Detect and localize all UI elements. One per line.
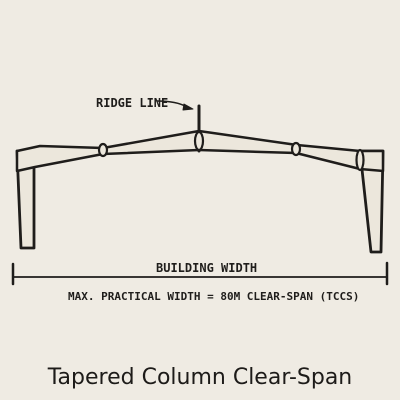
max-practical-width-label: MAX. PRACTICAL WIDTH = 80M CLEAR-SPAN (T… [68,290,360,303]
ridge-line-arrowhead [182,103,194,111]
ridge-connection [193,130,205,152]
left-rafter [101,129,201,156]
ridge-line-label: RIDGE LINE [96,96,169,110]
building-width-label: BUILDING WIDTH [156,261,258,275]
right-eave-splice [355,148,365,172]
left-haunch [15,144,105,173]
right-rafter-splice [290,141,302,157]
right-rafter [197,129,299,155]
building-width-dimension [11,261,389,286]
portal-frame [15,100,385,254]
left-rafter-splice [97,142,109,158]
right-haunch [294,143,385,173]
diagram-caption: Tapered Column Clear-Span [47,365,353,390]
